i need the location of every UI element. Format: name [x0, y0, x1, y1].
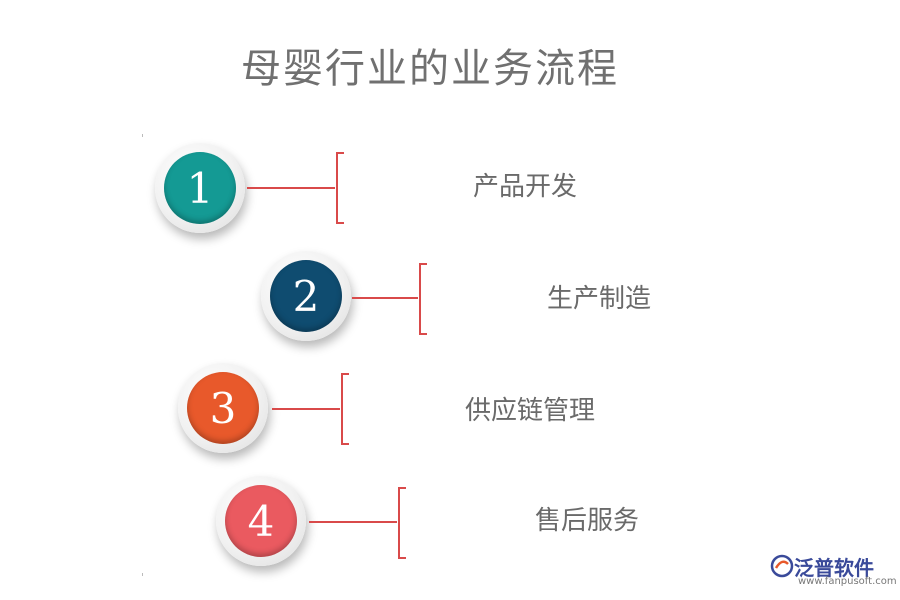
bracket: [341, 373, 349, 445]
step-number-badge: 1: [164, 152, 236, 224]
step-circle: 4: [216, 476, 306, 566]
step-circle: 3: [178, 363, 268, 453]
connector-line: [247, 187, 335, 189]
logo-url: www.fanpusoft.com: [798, 576, 897, 587]
bracket: [419, 263, 427, 335]
step-number-badge: 2: [270, 260, 342, 332]
step-label: 售后服务: [535, 506, 640, 536]
step-circle: 2: [261, 251, 351, 341]
step-number-badge: 3: [187, 372, 259, 444]
step-number-badge: 4: [225, 485, 297, 557]
connector-line: [272, 408, 340, 410]
bracket: [398, 487, 406, 559]
connector-line: [309, 521, 397, 523]
step-label: 生产制造: [547, 284, 652, 314]
step-label: 产品开发: [473, 172, 578, 202]
bracket: [336, 152, 344, 224]
step-label: 供应链管理: [465, 396, 596, 426]
corner-mark: [142, 134, 143, 137]
diagram-title: 母婴行业的业务流程: [241, 46, 619, 92]
step-circle: 1: [155, 143, 245, 233]
corner-mark: [142, 573, 143, 576]
logo-name: 泛普软件: [794, 556, 874, 580]
brand-logo: 泛普软件 www.fanpusoft.com: [770, 552, 897, 592]
connector-line: [352, 297, 418, 299]
fanpu-logo-icon: [770, 554, 794, 578]
